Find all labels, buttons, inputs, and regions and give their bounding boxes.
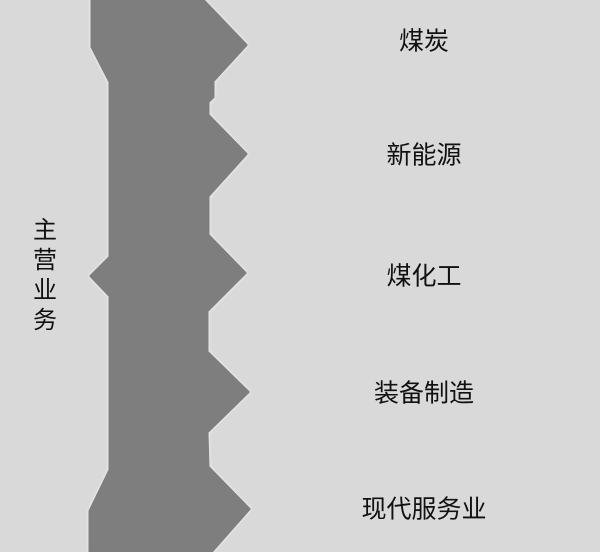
branch-label-modern-services: 现代服务业 xyxy=(361,496,487,524)
branch-label-new-energy: 新能源 xyxy=(386,142,462,170)
branch-label-coal-chemical: 煤化工 xyxy=(386,263,462,291)
branch-label-coal: 煤炭 xyxy=(398,28,450,56)
branch-label-equipment-manufacturing: 装备制造 xyxy=(373,380,475,408)
side-title-main-business: 主营业务 xyxy=(33,218,57,334)
banner-arrow-shape xyxy=(88,0,251,552)
